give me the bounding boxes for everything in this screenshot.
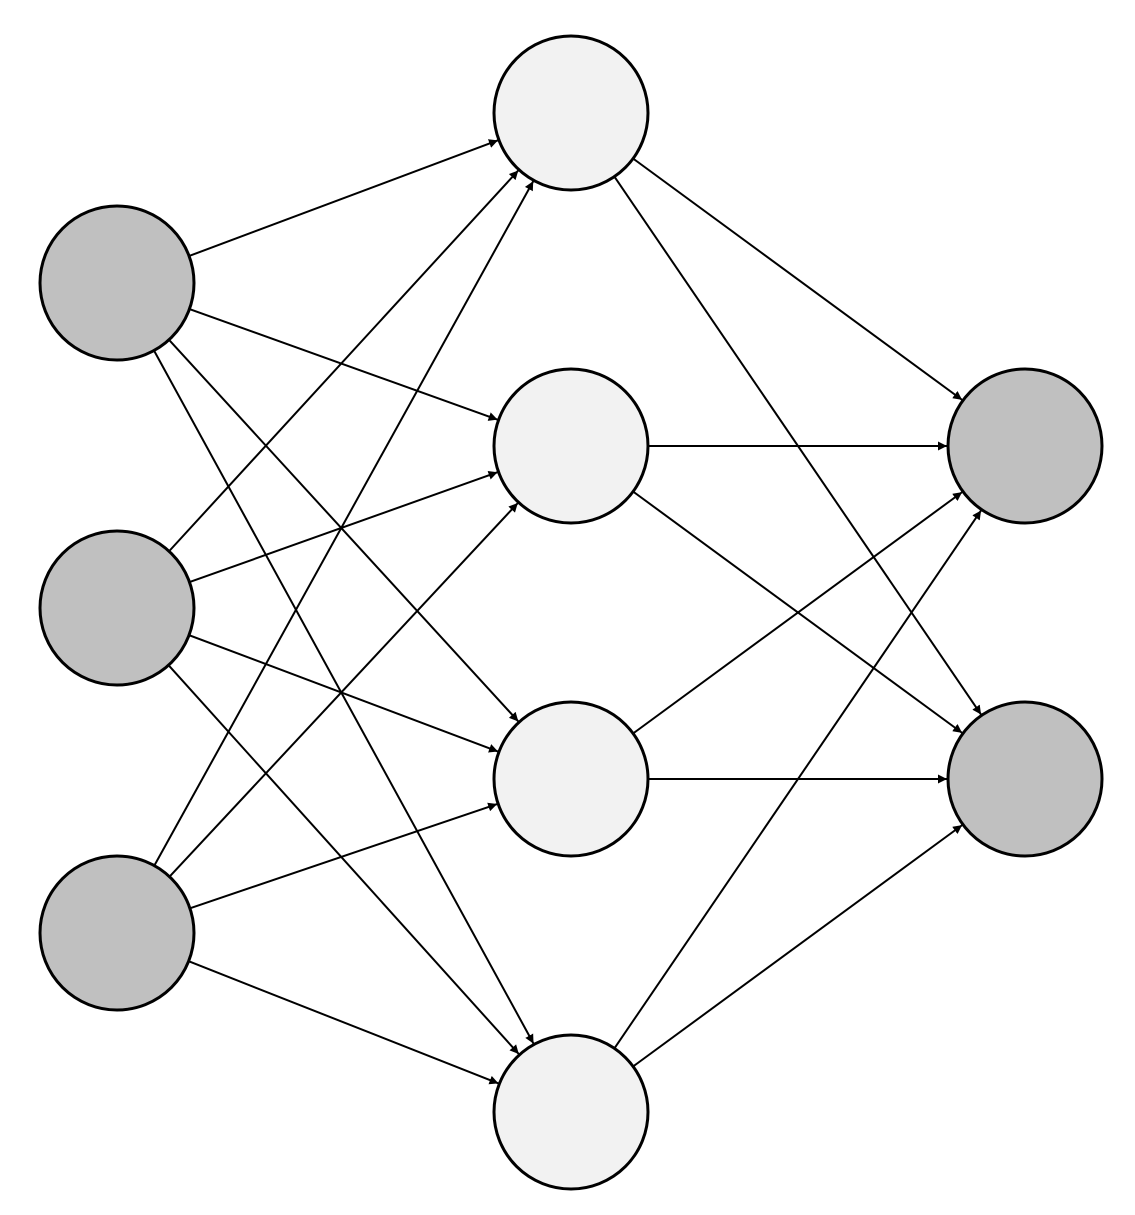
edge-input-2-to-hidden-3 [188,634,499,753]
edge-input-3-to-hidden-1 [153,180,535,867]
input-node-3 [38,854,196,1012]
edge-hidden-1-to-output-1 [632,157,963,401]
edge-input-1-to-hidden-2 [189,308,498,421]
edge-input-3-to-hidden-3 [189,802,498,910]
edge-input-1-to-hidden-4 [153,350,535,1045]
hidden-node-4 [492,1033,650,1191]
edge-input-2-to-hidden-1 [168,169,520,552]
hidden-node-2 [492,367,650,525]
edge-input-3-to-hidden-4 [188,960,499,1085]
edge-input-1-to-hidden-3 [168,339,520,723]
edge-hidden-4-to-output-2 [632,824,963,1068]
output-node-1 [946,367,1104,525]
input-node-2 [38,529,196,687]
connections-group [153,139,982,1085]
hidden-node-3 [492,700,650,858]
output-node-2 [946,700,1104,858]
edge-input-2-to-hidden-4 [167,664,520,1055]
nodes-group [38,34,1104,1191]
edge-input-3-to-hidden-2 [168,502,519,878]
edge-input-1-to-hidden-1 [188,139,499,257]
input-node-1 [38,204,196,362]
edge-hidden-4-to-output-1 [613,509,982,1049]
hidden-node-1 [492,34,650,192]
edge-input-2-to-hidden-2 [189,470,498,584]
edge-hidden-3-to-output-1 [632,491,963,735]
